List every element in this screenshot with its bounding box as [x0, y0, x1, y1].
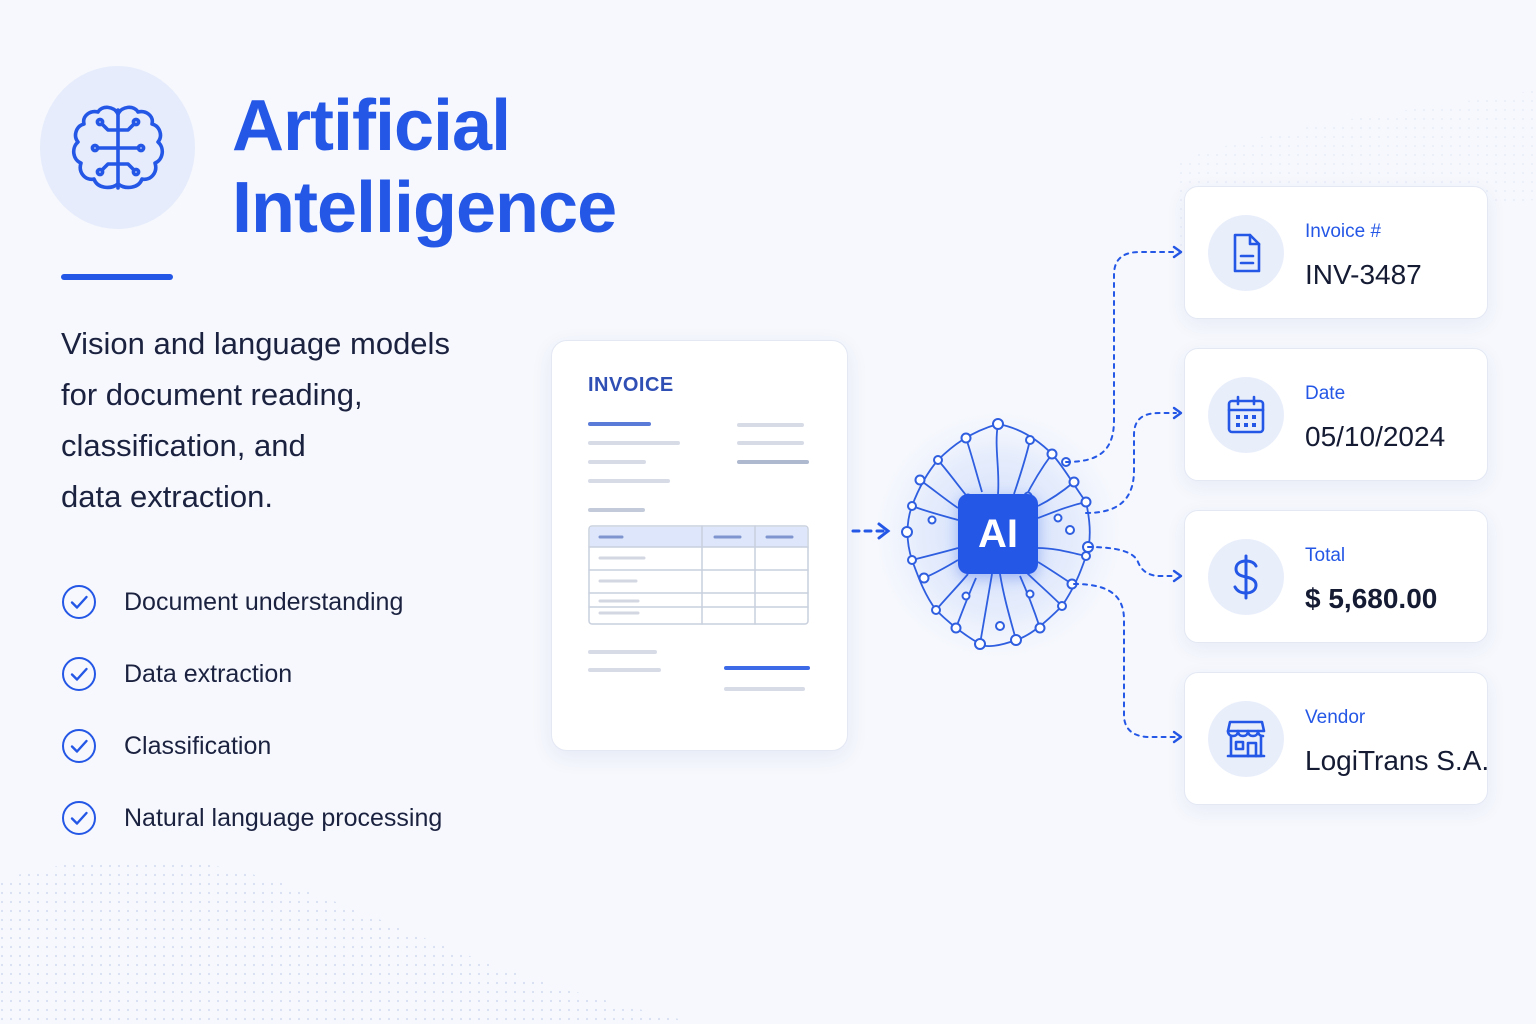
calendar-icon	[1227, 395, 1265, 434]
check-circle-icon	[62, 801, 96, 835]
invoice-content-placeholder	[588, 422, 810, 691]
feature-label: Data extraction	[124, 659, 293, 688]
output-label: Invoice #	[1305, 221, 1382, 242]
feature-label: Classification	[124, 731, 272, 760]
output-icon-badge	[1208, 215, 1284, 291]
feature-label: Natural language processing	[124, 803, 443, 832]
feature-item: Data extraction	[61, 654, 292, 694]
document-icon	[1233, 233, 1261, 273]
feature-label: Document understanding	[124, 587, 404, 616]
feature-item: Classification	[61, 726, 271, 766]
invoice-title: INVOICE	[588, 374, 674, 396]
output-value: 05/10/2024	[1305, 421, 1446, 452]
store-icon	[1226, 720, 1266, 758]
output-icon-badge	[1208, 377, 1284, 453]
title-underline	[61, 274, 173, 280]
output-card-vendor: Vendor LogiTrans S.A.	[1184, 672, 1490, 805]
output-label: Date	[1305, 383, 1346, 404]
output-icon-badge	[1208, 701, 1284, 777]
description-line: for document reading,	[61, 377, 363, 412]
output-value: $ 5,680.00	[1305, 583, 1438, 614]
dollar-icon	[1233, 554, 1258, 600]
output-value: INV-3487	[1305, 259, 1422, 290]
output-card-invoice-number: Invoice # INV-3487	[1184, 186, 1488, 319]
output-label: Total	[1305, 545, 1346, 566]
ai-chip: AI	[958, 494, 1038, 574]
check-circle-icon	[62, 729, 96, 763]
output-arrowheads	[1172, 245, 1183, 744]
check-circle-icon	[62, 657, 96, 691]
page-title-line-2: Intelligence	[232, 168, 617, 248]
description-line: data extraction.	[61, 479, 273, 514]
brain-icon	[71, 105, 164, 190]
description-line: classification, and	[61, 428, 306, 463]
input-arrow	[851, 522, 891, 540]
output-value: LogiTrans S.A.	[1305, 745, 1490, 776]
description-line: Vision and language models	[61, 326, 450, 361]
output-label: Vendor	[1305, 707, 1366, 728]
output-connectors	[1065, 251, 1177, 738]
check-circle-icon	[62, 585, 96, 619]
logo-badge	[40, 66, 195, 229]
feature-item: Document understanding	[61, 582, 403, 622]
feature-item: Natural language processing	[61, 798, 442, 838]
description: Vision and language models for document …	[61, 318, 501, 522]
output-card-total: Total $ 5,680.00	[1184, 510, 1488, 643]
page-title-line-1: Artificial	[232, 86, 511, 166]
invoice-document: INVOICE	[551, 340, 848, 751]
output-icon-badge	[1208, 539, 1284, 615]
output-card-date: Date 05/10/2024	[1184, 348, 1488, 481]
